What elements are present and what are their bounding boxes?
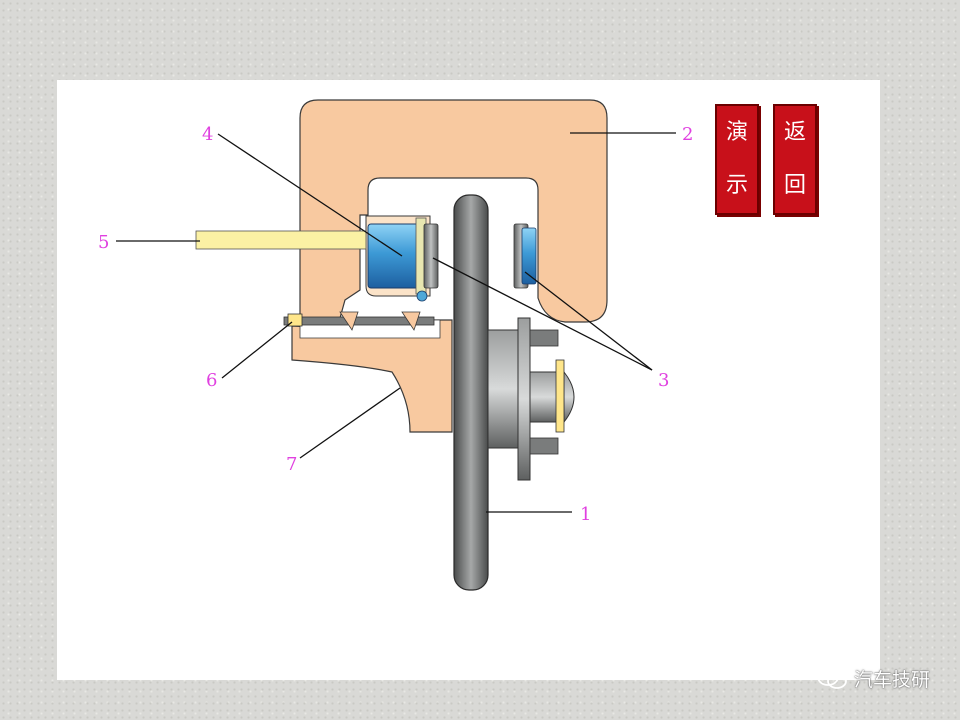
hub-flange [487,329,519,449]
demo-button-char-1: 演 [725,119,748,145]
caliper-bracket [291,319,453,433]
leader-line-3b [524,271,653,371]
leader-line-3a [432,257,653,371]
brake-disc [453,194,489,591]
callout-6: 6 [206,370,217,391]
brake-line [195,230,367,250]
watermark-text: 汽车技研 [853,669,930,691]
callout-1: 1 [580,504,591,525]
caliper-body [299,99,608,323]
piston [367,223,423,289]
wheel-stud-top [529,329,559,347]
leader-line-6 [221,321,293,379]
caliper-tab-right [401,311,421,331]
callout-4: 4 [202,124,213,145]
axle-nut [555,359,565,433]
leader-line-4 [217,133,403,257]
outer-piston [521,227,537,285]
wheel-stud-bottom [529,437,559,455]
callout-7: 7 [286,454,297,475]
back-button-char-1: 返 [783,119,806,145]
callout-2: 2 [682,124,693,145]
back-button-char-2: 回 [783,173,806,199]
leader-line-7 [299,387,401,459]
hub-body [517,317,531,481]
guide-pin [283,316,435,326]
callout-5: 5 [98,232,109,253]
wechat-icon [817,667,847,689]
hub-cap [563,370,575,424]
caliper-tab-left [339,311,359,331]
demo-button-char-2: 示 [725,173,748,199]
demo-button[interactable]: 演 示 [715,104,759,215]
callout-3: 3 [658,370,669,391]
watermark: 汽车技研 [816,665,930,692]
brake-pad-inner [423,223,439,289]
bleed-valve [416,290,428,302]
back-button[interactable]: 返 回 [773,104,817,215]
